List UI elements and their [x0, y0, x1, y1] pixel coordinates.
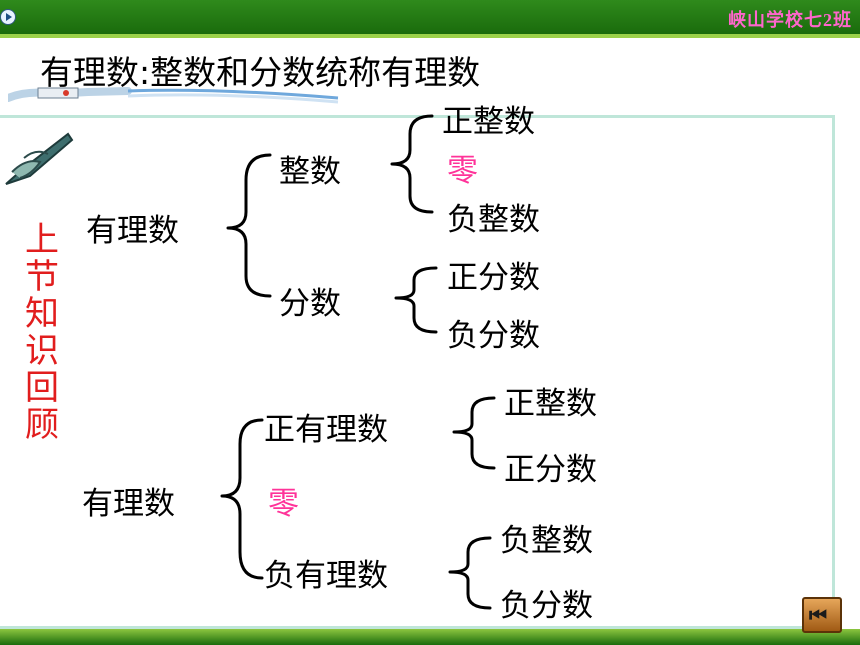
brace — [226, 153, 272, 298]
skip-back-icon: ⏮ — [809, 603, 827, 627]
back-button[interactable]: ⏮ — [802, 597, 842, 633]
tree1-positive-fraction: 正分数 — [447, 260, 540, 296]
pen-decoration — [8, 87, 339, 104]
brace — [394, 266, 438, 334]
page-title: 有理数:整数和分数统称有理数 — [40, 53, 481, 92]
section-label: 上 节 知 识 回 顾 — [22, 222, 62, 444]
tree2-positive-integer: 正整数 — [504, 386, 597, 422]
content-panel — [0, 115, 835, 629]
panel-margin — [836, 115, 860, 629]
tree1-zero: 零 — [447, 153, 478, 189]
tree1-positive-integer: 正整数 — [442, 104, 535, 140]
bottom-banner — [0, 629, 860, 645]
top-banner — [0, 0, 860, 34]
brace — [390, 114, 434, 214]
tree2-positive-fraction: 正分数 — [504, 452, 597, 488]
pen-icon — [5, 132, 74, 185]
section-label-char: 节 — [25, 257, 59, 297]
tree1-fraction: 分数 — [279, 286, 341, 322]
brace — [448, 536, 492, 610]
section-label-char: 顾 — [25, 405, 59, 445]
tree2-negative-fraction: 负分数 — [500, 588, 593, 624]
school-name: 峡山学校七2班 — [728, 10, 852, 30]
brace — [452, 396, 496, 470]
tree1-negative-integer: 负整数 — [447, 202, 540, 238]
tree1-negative-fraction: 负分数 — [447, 318, 540, 354]
tree2-negative-integer: 负整数 — [500, 523, 593, 559]
section-label-char: 知 — [25, 294, 59, 334]
tree2-root: 有理数 — [82, 486, 175, 522]
section-label-char: 上 — [25, 220, 59, 260]
tree2-negative-rational: 负有理数 — [264, 558, 388, 594]
banner-stripe — [0, 34, 860, 38]
tree2-zero: 零 — [268, 486, 299, 522]
play-icon[interactable] — [0, 9, 16, 25]
tree2-positive-rational: 正有理数 — [264, 412, 388, 448]
brace — [220, 418, 264, 580]
tree1-integer: 整数 — [279, 154, 341, 190]
section-label-char: 回 — [25, 368, 59, 408]
section-label-char: 识 — [25, 331, 59, 371]
tree1-root: 有理数 — [86, 213, 179, 249]
